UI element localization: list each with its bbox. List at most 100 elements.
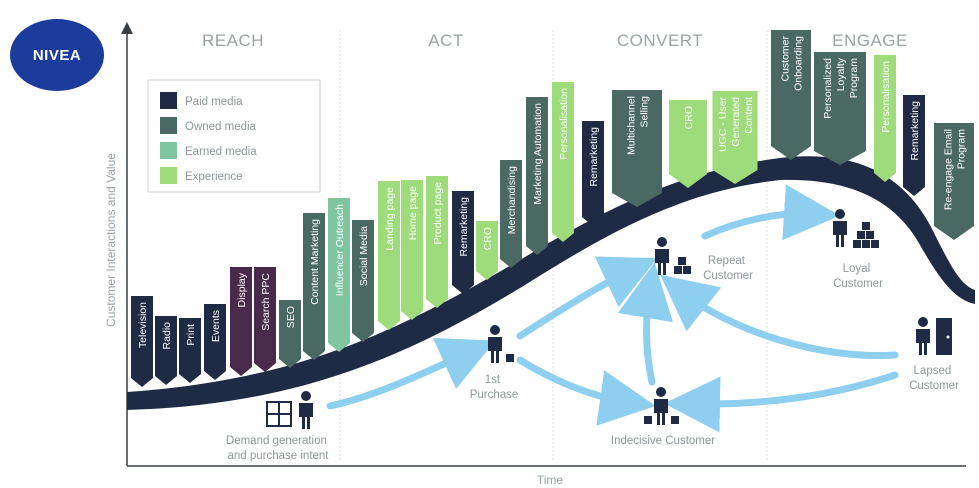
repeat-customer-icon: [655, 237, 691, 275]
logo-text: NIVEA: [33, 47, 81, 64]
touchpoint-label-line: Customer: [780, 36, 792, 82]
arrow-first-to-repeat: [516, 256, 658, 340]
touchpoint-flags: Television Radio Print Events Display Search …: [131, 30, 974, 387]
touchpoint-flag-shape: [874, 55, 896, 182]
touchpoint-flag-shape: [401, 180, 423, 320]
node-label-first-purchase: 1st Purchase: [470, 374, 519, 401]
touchpoint-label-line: SEO: [285, 306, 297, 328]
stage-reach: REACH: [202, 31, 264, 50]
touchpoint-label-line: Content Marketing: [309, 219, 321, 305]
touchpoint-label-line: Personalisation: [880, 61, 892, 133]
touchpoint-flag-shape: [771, 30, 811, 160]
node-label-indecisive: Indecisive Customer: [611, 435, 715, 447]
touchpoint-flag-shape: [254, 267, 276, 372]
touchpoint-flag-shape: [452, 191, 474, 294]
arrow-indecisive-to-repeat: [617, 262, 674, 386]
touchpoint-flag-shape: [303, 213, 325, 360]
touchpoint-label-line: Events: [210, 310, 222, 342]
legend-label-paid: Paid media: [185, 96, 243, 108]
touchpoint-flag-shape: [712, 91, 758, 184]
touchpoint-flag: Content Marketing: [303, 213, 325, 360]
touchpoint-label-line: Program: [848, 58, 860, 99]
touchpoint-flag: Events: [204, 304, 226, 380]
touchpoint-flag: Landing page: [378, 181, 400, 330]
stage-engage: ENGAGE: [832, 31, 908, 50]
touchpoint-flag: Remarketing: [582, 121, 604, 226]
legend-swatch-owned: [160, 117, 177, 134]
touchpoint-label: Remarketing: [588, 127, 600, 187]
touchpoint-flag-shape: [612, 90, 662, 207]
touchpoint-label-line: Merchandising: [506, 166, 518, 234]
touchpoint-label: Search PPC: [260, 273, 272, 331]
touchpoint-label: MultichannelSelling: [626, 96, 651, 155]
touchpoint-flag: Radio: [155, 316, 177, 385]
node-label-lapsed: Lapsed Customer: [909, 365, 959, 392]
touchpoint-flag-shape: [669, 100, 707, 188]
touchpoint-flag: Re-engage EmailProgram: [934, 123, 974, 240]
touchpoint-flag-shape: [179, 318, 201, 383]
touchpoint-label: Remarketing: [909, 101, 921, 161]
touchpoint-label-line: Marketing Automation: [532, 103, 544, 205]
arrow-lapsed-to-repeat: [660, 274, 899, 360]
touchpoint-flag-shape: [352, 220, 374, 342]
y-axis-label: Customer Interactions and Value: [104, 153, 118, 327]
touchpoint-flag: Print: [179, 318, 201, 383]
touchpoint-flag-shape: [526, 97, 548, 255]
touchpoint-label-line: Social Media: [358, 226, 370, 286]
touchpoint-label-line: Content: [743, 97, 755, 134]
touchpoint-label: Remarketing: [458, 197, 470, 257]
touchpoint-label: CustomerOnboarding: [780, 36, 805, 91]
touchpoint-label-line: Remarketing: [588, 127, 600, 187]
indecisive-customer-icon: [644, 387, 679, 425]
touchpoint-flag: SEO: [279, 300, 301, 368]
touchpoint-flag: Product page: [426, 176, 448, 308]
touchpoint-label: Influencer Outreach: [334, 204, 346, 296]
touchpoint-flag: MultichannelSelling: [612, 90, 662, 207]
touchpoint-flag: PersonalizedLoyaltyProgram: [814, 52, 866, 165]
touchpoint-label: SEO: [285, 306, 297, 328]
lapsed-customer-icon: [916, 317, 952, 355]
first-purchase-icon: [488, 325, 514, 363]
touchpoint-flag-shape: [204, 304, 226, 380]
touchpoint-label: Radio: [161, 322, 173, 350]
touchpoint-flag: CRO: [669, 100, 707, 188]
legend-swatch-earned: [160, 142, 177, 159]
touchpoint-label-line: Personalized: [822, 58, 834, 119]
touchpoint-label-line: Program: [956, 129, 968, 170]
touchpoint-label-line: Loyalty: [835, 57, 847, 91]
touchpoint-label: Display: [236, 272, 248, 307]
touchpoint-flag: UGC - UserGeneratedContent: [712, 91, 758, 184]
touchpoint-label: Events: [210, 310, 222, 342]
arrow-first-to-indecisive: [516, 356, 656, 426]
y-axis-arrow: [121, 22, 133, 34]
node-label-repeat: Repeat Customer: [703, 255, 753, 282]
legend: Paid media Owned media Earned media Expe…: [147, 79, 321, 193]
touchpoint-label: Personalisation: [558, 88, 570, 160]
touchpoint-label-line: Re-engage Email: [943, 129, 955, 210]
touchpoint-label: Home page: [407, 186, 419, 240]
touchpoint-flag: CustomerOnboarding: [771, 30, 811, 160]
touchpoint-label-line: Personalisation: [558, 88, 570, 160]
touchpoint-flag: Personalisation: [552, 82, 574, 242]
stage-convert: CONVERT: [617, 31, 703, 50]
touchpoint-label-line: UGC - User: [717, 97, 729, 152]
legend-label-experience: Experience: [185, 171, 243, 183]
touchpoint-flag: Merchandising: [500, 160, 522, 268]
touchpoint-flag: Personalisation: [874, 55, 896, 182]
touchpoint-flag: Remarketing: [452, 191, 474, 294]
touchpoint-flag-shape: [476, 221, 498, 280]
touchpoint-label-line: Multichannel: [626, 96, 638, 155]
touchpoint-label-line: Landing page: [384, 187, 396, 251]
touchpoint-label-line: CRO: [482, 227, 494, 250]
stage-act: ACT: [428, 31, 464, 50]
touchpoint-flag: Home page: [401, 180, 423, 320]
touchpoint-label-line: Product page: [432, 182, 444, 245]
touchpoint-label: Re-engage EmailProgram: [943, 129, 968, 210]
touchpoint-label-line: Television: [137, 302, 149, 348]
touchpoint-label: Print: [185, 324, 197, 346]
touchpoint-flag: Television: [131, 296, 153, 387]
touchpoint-label-line: CRO: [683, 106, 695, 129]
touchpoint-label: CRO: [683, 106, 695, 129]
arrow-lapsed-to-indecisive: [664, 371, 899, 433]
